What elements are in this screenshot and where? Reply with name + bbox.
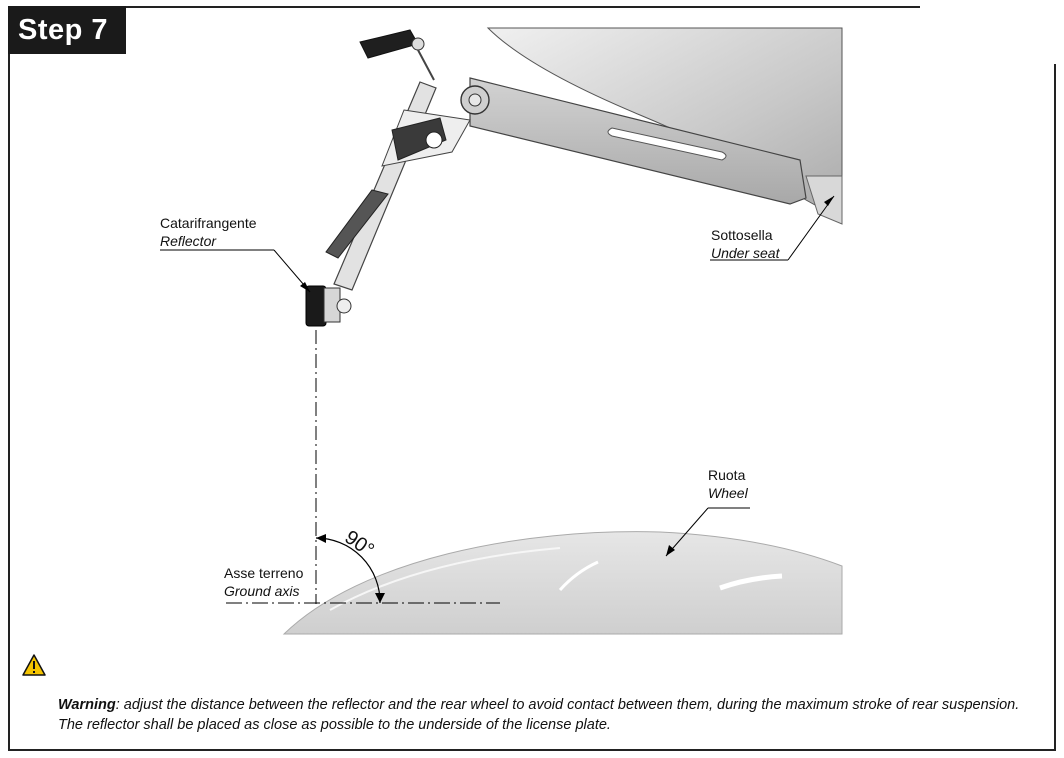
angle-arc bbox=[315, 537, 381, 604]
reflector-label-en: Reflector bbox=[160, 233, 217, 249]
reflector-label-it: Catarifrangente bbox=[160, 215, 257, 231]
wheel-label-en: Wheel bbox=[708, 485, 748, 501]
reflector-label: Catarifrangente Reflector bbox=[160, 214, 257, 250]
step-badge: Step 7 bbox=[8, 6, 126, 54]
rear-wheel bbox=[282, 531, 843, 635]
wheel-label-it: Ruota bbox=[708, 467, 746, 483]
ground-axis-label-it: Asse terreno bbox=[224, 565, 304, 581]
warning-triangle-icon bbox=[22, 654, 46, 676]
under-seat-label-it: Sottosella bbox=[711, 227, 773, 243]
plate-clip bbox=[391, 117, 447, 161]
warning-title: Warning bbox=[58, 697, 116, 713]
top-rule bbox=[120, 6, 920, 8]
bracket-slot bbox=[607, 127, 727, 161]
under-seat-label-en: Under seat bbox=[711, 245, 780, 261]
under-seat-label: Sottosella Under seat bbox=[711, 226, 779, 262]
wheel-label: Ruota Wheel bbox=[708, 466, 748, 502]
ground-axis-label: Asse terreno Ground axis bbox=[224, 564, 303, 600]
reflector-body bbox=[305, 285, 327, 327]
seat-underside bbox=[805, 175, 843, 225]
right-rule bbox=[1054, 64, 1056, 751]
ground-axis-label-en: Ground axis bbox=[224, 583, 300, 599]
warning-text: Warning: adjust the distance between the… bbox=[58, 695, 1048, 735]
warning-body: : adjust the distance between the reflec… bbox=[58, 697, 1020, 733]
top-light bbox=[359, 29, 419, 59]
page-frame bbox=[8, 6, 1056, 751]
